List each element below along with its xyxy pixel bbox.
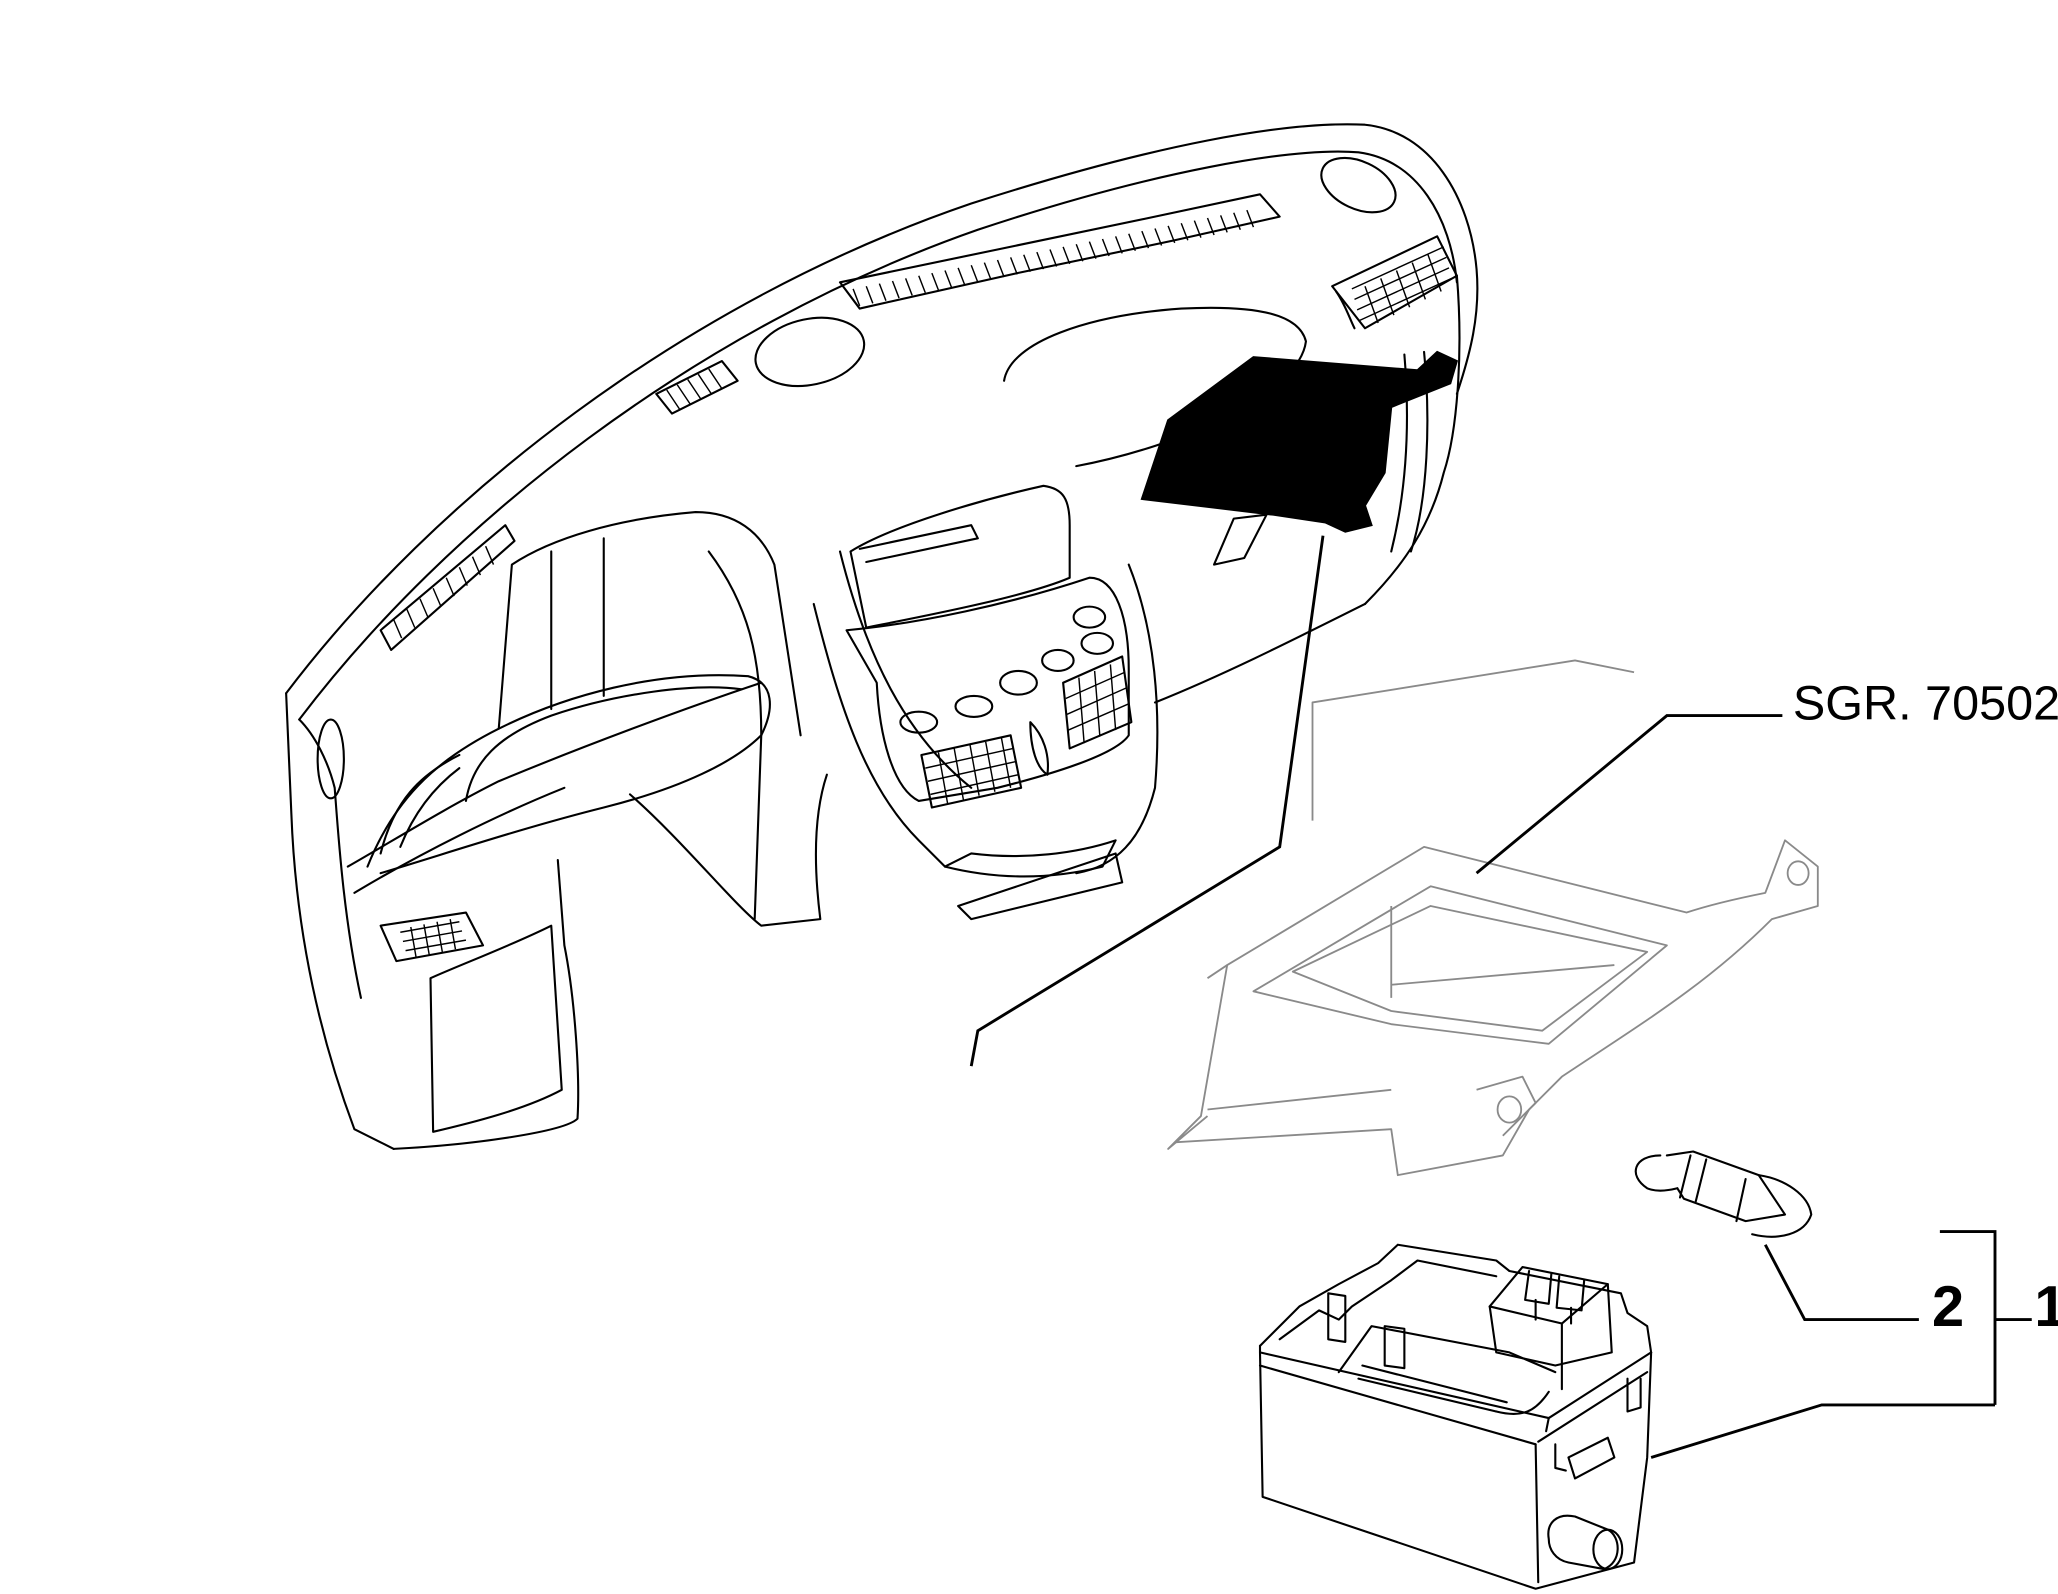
control-module-silhouette <box>1140 350 1459 533</box>
leader-lines <box>969 535 2032 1459</box>
callout-part-1: 1 <box>2034 1275 2058 1339</box>
callout-part-2: 2 <box>1932 1275 1964 1339</box>
festoon-bulb <box>1634 1150 1813 1238</box>
mounting-bracket <box>1167 659 1819 1177</box>
reference-label: SGR. 70502 <box>1793 677 2058 731</box>
dashboard-drawing <box>285 123 1479 1150</box>
bulb-holder-housing <box>1258 1243 1653 1590</box>
